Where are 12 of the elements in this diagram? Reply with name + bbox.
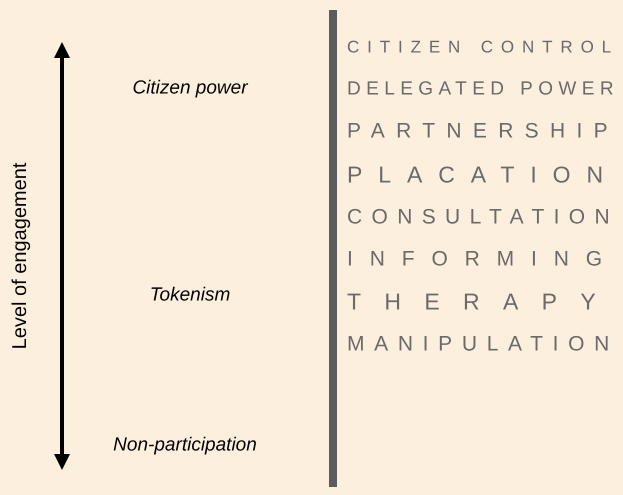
level-label: Tokenism bbox=[150, 286, 230, 304]
ladder-rung-label: PLACATION bbox=[347, 164, 619, 186]
level-label: Non-participation bbox=[113, 436, 257, 454]
ladder-rung-label: MANIPULATION bbox=[347, 334, 619, 354]
axis-label: Level of engagement bbox=[10, 162, 30, 350]
ladder-rung-label: CONSULTATION bbox=[347, 206, 619, 228]
level-label: Citizen power bbox=[132, 78, 248, 98]
ladder-rung-label: INFORMING bbox=[347, 248, 619, 270]
ladder-rung-label: CITIZEN CONTROL bbox=[347, 38, 619, 56]
ladder-rung-label: DELEGATED POWER bbox=[347, 80, 619, 98]
ladder-rung-label: THERAPY bbox=[347, 290, 619, 314]
ladder-rung-label: PARTNERSHIP bbox=[347, 120, 619, 142]
